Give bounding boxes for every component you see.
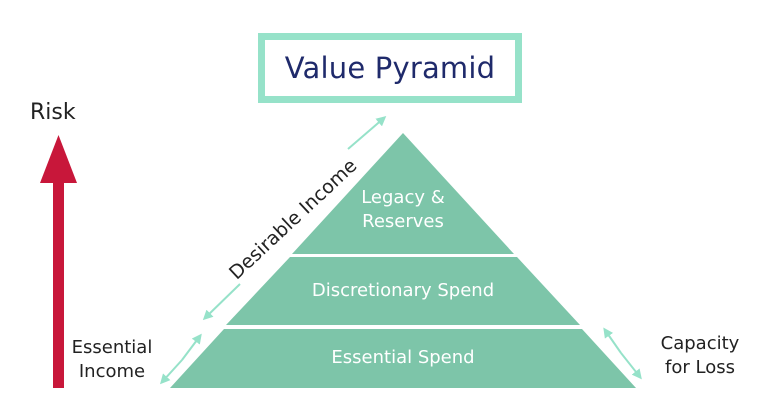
title-box: Value Pyramid xyxy=(258,33,522,103)
desirable-income-arrow-icon xyxy=(202,116,387,321)
essential-income-label: Essential Income xyxy=(66,336,158,384)
tier-top-shape xyxy=(292,133,514,254)
tier-legacy-label: Legacy & Reserves xyxy=(343,186,463,234)
capacity-for-loss-label: Capacity for Loss xyxy=(652,332,748,380)
capacity-for-loss-line1: Capacity xyxy=(660,333,740,354)
risk-label: Risk xyxy=(30,100,76,125)
risk-arrow-icon xyxy=(40,135,77,388)
capacity-for-loss-line2: for Loss xyxy=(665,357,735,378)
tier-bottom-shape xyxy=(170,329,636,388)
essential-income-line2: Income xyxy=(78,361,146,382)
tier-discretionary-label: Discretionary Spend xyxy=(311,280,495,301)
page-title: Value Pyramid xyxy=(284,51,496,85)
essential-income-arrow-icon xyxy=(159,333,202,385)
capacity-for-loss-arrow-icon xyxy=(603,327,642,380)
tier-essential-label: Essential Spend xyxy=(331,347,475,368)
essential-income-line1: Essential xyxy=(71,337,153,358)
pyramid xyxy=(170,133,636,388)
tier-legacy-line2: Reserves xyxy=(362,211,444,232)
tier-legacy-line1: Legacy & xyxy=(361,187,445,208)
tier-middle-shape xyxy=(226,257,580,325)
